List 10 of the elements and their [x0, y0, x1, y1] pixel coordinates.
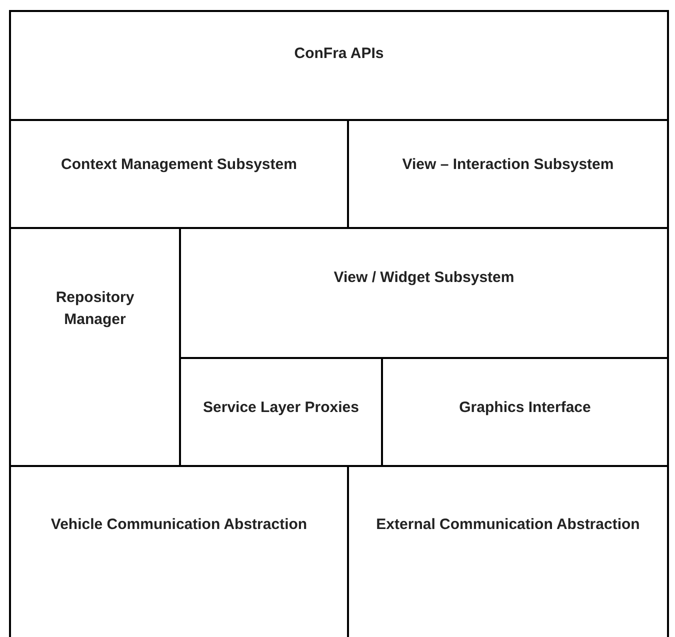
box-label: View – Interaction Subsystem [401, 155, 615, 175]
box-label: External Communication Abstraction [375, 515, 641, 535]
box-label: Graphics Interface [458, 398, 592, 418]
box-label: Service Layer Proxies [202, 398, 360, 418]
box-label: Repository Manager [54, 288, 136, 330]
subsystem-box [9, 10, 669, 121]
box-label: Context Management Subsystem [60, 155, 298, 175]
box-label: View / Widget Subsystem [332, 268, 516, 288]
box-label: Vehicle Communication Abstraction [50, 515, 308, 535]
box-label: ConFra APIs [293, 44, 385, 64]
